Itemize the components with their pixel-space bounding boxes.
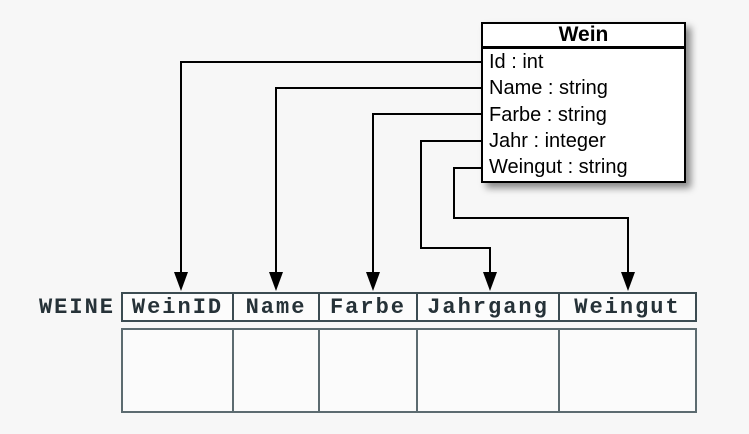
class-attribute-id: Id : int — [489, 50, 544, 73]
connector-weingut-to-weingut — [453, 167, 629, 274]
class-attribute-list: Id : int Name : string Farbe : string Ja… — [483, 49, 684, 181]
table-cell-weingut-empty — [560, 330, 695, 411]
connector-id-to-weinid — [180, 61, 483, 274]
connector-jahr-to-jahrgang — [420, 140, 491, 274]
class-attribute-weingut: Weingut : string — [489, 156, 628, 179]
table-cell-jahrgang-empty — [418, 330, 560, 411]
connector-farbe-to-farbe — [372, 113, 483, 274]
column-header-name: Name — [234, 294, 320, 320]
column-header-weinid: WeinID — [123, 294, 234, 320]
class-attribute-jahr: Jahr : integer — [489, 129, 606, 152]
class-attribute-name: Name : string — [489, 77, 608, 100]
table-name-label: WEINE — [38, 294, 115, 320]
table-cell-name-empty — [234, 330, 320, 411]
arrowhead-weinid — [174, 272, 188, 291]
arrowhead-weingut — [621, 272, 635, 291]
column-header-farbe: Farbe — [320, 294, 418, 320]
column-header-weingut: Weingut — [574, 294, 681, 320]
arrowhead-farbe — [366, 272, 380, 291]
table-header-row: WeinID Name Farbe Jahrgang Weingut — [121, 292, 697, 322]
arrowhead-name — [269, 272, 283, 291]
uml-class-box: Wein Id : int Name : string Farbe : stri… — [481, 22, 686, 183]
table-cell-weinid-empty — [123, 330, 234, 411]
column-header-jahrgang: Jahrgang — [418, 294, 560, 320]
table-cell-farbe-empty — [320, 330, 418, 411]
connector-name-to-name — [275, 87, 483, 274]
table-body-row — [121, 328, 697, 413]
class-attribute-farbe: Farbe : string — [489, 103, 607, 126]
arrowhead-jahrgang — [483, 272, 497, 291]
class-title: Wein — [483, 24, 684, 49]
